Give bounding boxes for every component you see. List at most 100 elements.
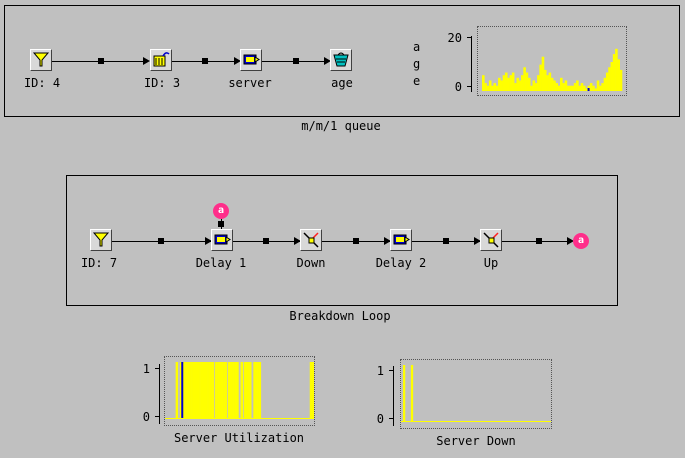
connector-handle (218, 221, 224, 227)
age-bar (518, 80, 522, 91)
state-bar (210, 362, 213, 418)
age-bar (553, 80, 556, 91)
link-handle[interactable] (536, 238, 542, 244)
state-bar (195, 362, 198, 418)
state-bar (204, 362, 206, 418)
state-bar (216, 362, 218, 418)
mm1-queue-panel: ID: 4 ID: 3 server age a g (4, 5, 680, 117)
state-bar (257, 362, 259, 418)
switch-icon[interactable] (300, 229, 322, 251)
state-bar (246, 362, 249, 418)
sink-icon[interactable] (330, 49, 352, 71)
server-icon[interactable] (240, 49, 262, 71)
link-arrow (324, 57, 331, 65)
link-arrow (567, 237, 574, 245)
link-arrow (205, 237, 212, 245)
age-bar (500, 80, 503, 91)
connector-in-icon[interactable]: a (213, 203, 229, 219)
state-bar (227, 362, 230, 418)
link-handle[interactable] (353, 238, 359, 244)
age-bar (507, 77, 510, 91)
state-bar (222, 362, 224, 418)
state-bar (189, 362, 191, 418)
age-bar (605, 72, 609, 91)
state-bar (191, 362, 193, 418)
server-utilization-plot[interactable] (164, 356, 315, 426)
age-bar (599, 85, 602, 91)
connector-out-icon[interactable]: a (573, 233, 589, 249)
breakdown-loop-panel: ID: 7 a Delay 1 Down D (66, 175, 618, 306)
link-handle[interactable] (158, 238, 164, 244)
link-handle[interactable] (443, 238, 449, 244)
state-bar (224, 362, 226, 418)
age-bar (585, 88, 588, 91)
link-handle[interactable] (293, 58, 299, 64)
age-bar (509, 75, 513, 91)
current-time-marker (181, 362, 184, 418)
state-bar (258, 362, 261, 418)
state-bar (200, 362, 202, 418)
age-bar (617, 59, 621, 91)
age-bar (532, 80, 536, 91)
state-bar (184, 362, 186, 418)
age-bar (589, 83, 593, 91)
breakdown-loop-caption: Breakdown Loop (289, 309, 391, 323)
y-axis-tick (155, 368, 160, 369)
state-bar (240, 362, 242, 418)
age-bar (502, 75, 506, 91)
state-bar (209, 362, 212, 418)
state-bar (196, 362, 199, 418)
state-bar (188, 362, 190, 418)
server-down-plot[interactable] (400, 359, 552, 429)
state-bar (244, 362, 247, 418)
state-bar (203, 362, 205, 418)
state-bar (256, 362, 258, 418)
server-down-title: Server Down (436, 434, 516, 448)
state-bar (232, 362, 234, 418)
state-bar (194, 362, 197, 418)
state-bar (236, 362, 238, 418)
y-axis-tick (389, 418, 394, 419)
source-funnel-icon[interactable] (90, 229, 112, 251)
zero-level-line (165, 418, 314, 419)
age-bar (569, 85, 572, 91)
state-bar (220, 362, 222, 418)
source-funnel-icon[interactable] (30, 49, 52, 71)
link-handle[interactable] (202, 58, 208, 64)
node-label: server (228, 76, 272, 90)
node-label: Delay 1 (195, 256, 247, 270)
state-bar (175, 362, 178, 418)
state-bar (235, 362, 237, 418)
y-axis (471, 36, 472, 92)
queue-icon[interactable] (150, 49, 172, 71)
state-bar (212, 362, 215, 418)
age-bar (516, 77, 520, 91)
age-axis-letter: g (413, 57, 421, 71)
state-bar (228, 362, 231, 418)
age-bar (525, 72, 529, 91)
age-bar (527, 77, 531, 91)
zero-level-line (401, 421, 551, 422)
delay-icon[interactable] (390, 229, 412, 251)
state-bar (217, 362, 219, 418)
age-bar (550, 77, 554, 91)
age-axis-label: a g e (413, 39, 423, 90)
switch-icon[interactable] (480, 229, 502, 251)
age-bar (571, 85, 575, 91)
age-axis-letter: a (413, 40, 421, 54)
age-plot[interactable] (477, 26, 627, 96)
state-bar (205, 362, 207, 418)
link-handle[interactable] (98, 58, 104, 64)
link-handle[interactable] (263, 238, 269, 244)
state-bar (230, 362, 233, 418)
server-utilization-title: Server Utilization (173, 431, 305, 445)
delay-icon[interactable] (211, 229, 233, 251)
age-bar (546, 75, 549, 91)
age-bar (603, 77, 607, 91)
state-bar (310, 362, 313, 418)
age-bar (564, 80, 568, 91)
age-bar (608, 67, 611, 91)
age-bar (610, 62, 614, 91)
state-bar (221, 362, 223, 418)
y-tick-label: 1 (142, 362, 150, 376)
